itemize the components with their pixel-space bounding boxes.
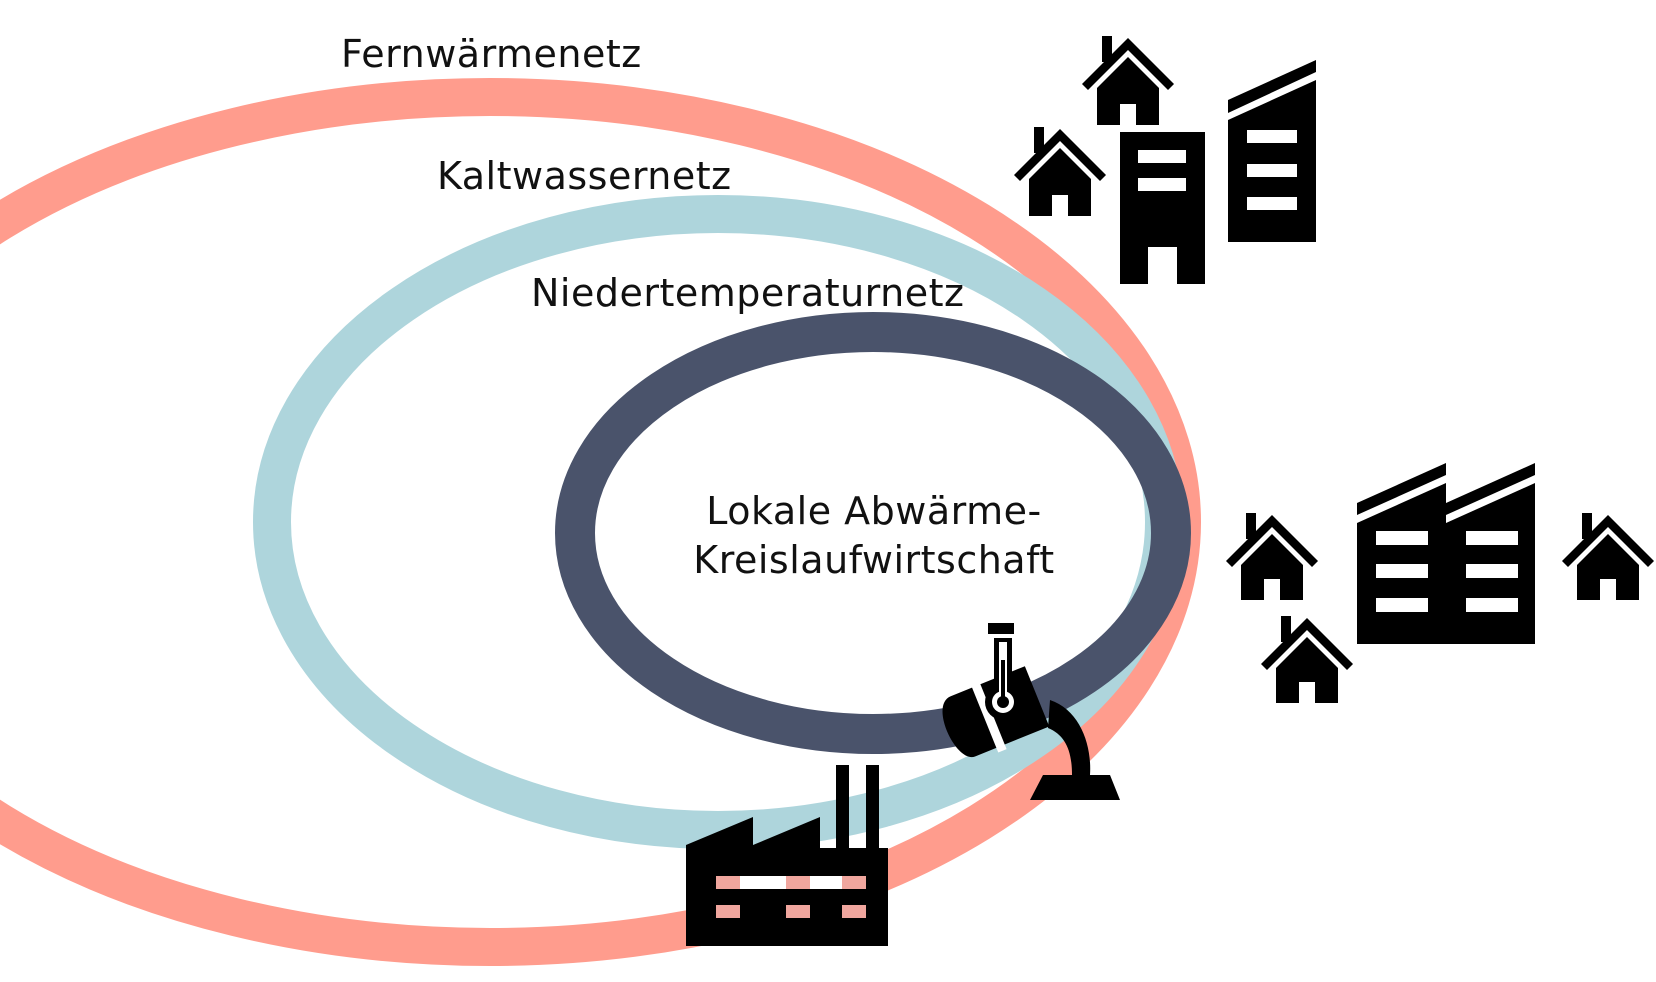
heat-pump-thermometer-icon [942, 623, 1120, 800]
label-kaltwassernetz: Kaltwassernetz [437, 154, 732, 198]
label-fernwaermenetz: Fernwärmenetz [341, 32, 642, 76]
house-icon [1014, 127, 1106, 216]
office-building-icon [1446, 463, 1535, 644]
office-building-icon [1357, 463, 1446, 644]
house-icon [1226, 513, 1318, 600]
house-icon [1082, 36, 1174, 125]
office-building-icon [1228, 60, 1316, 242]
center-label-line2: Kreislaufwirtschaft [693, 538, 1054, 582]
label-niedertemperaturnetz: Niedertemperaturnetz [531, 271, 964, 315]
office-building-icon [1120, 132, 1205, 284]
house-icon [1562, 513, 1654, 600]
ring-niedertemperaturnetz [555, 312, 1191, 754]
house-icon [1261, 616, 1353, 703]
center-label-line1: Lokale Abwärme- [706, 489, 1041, 533]
factory-icon [686, 765, 888, 946]
